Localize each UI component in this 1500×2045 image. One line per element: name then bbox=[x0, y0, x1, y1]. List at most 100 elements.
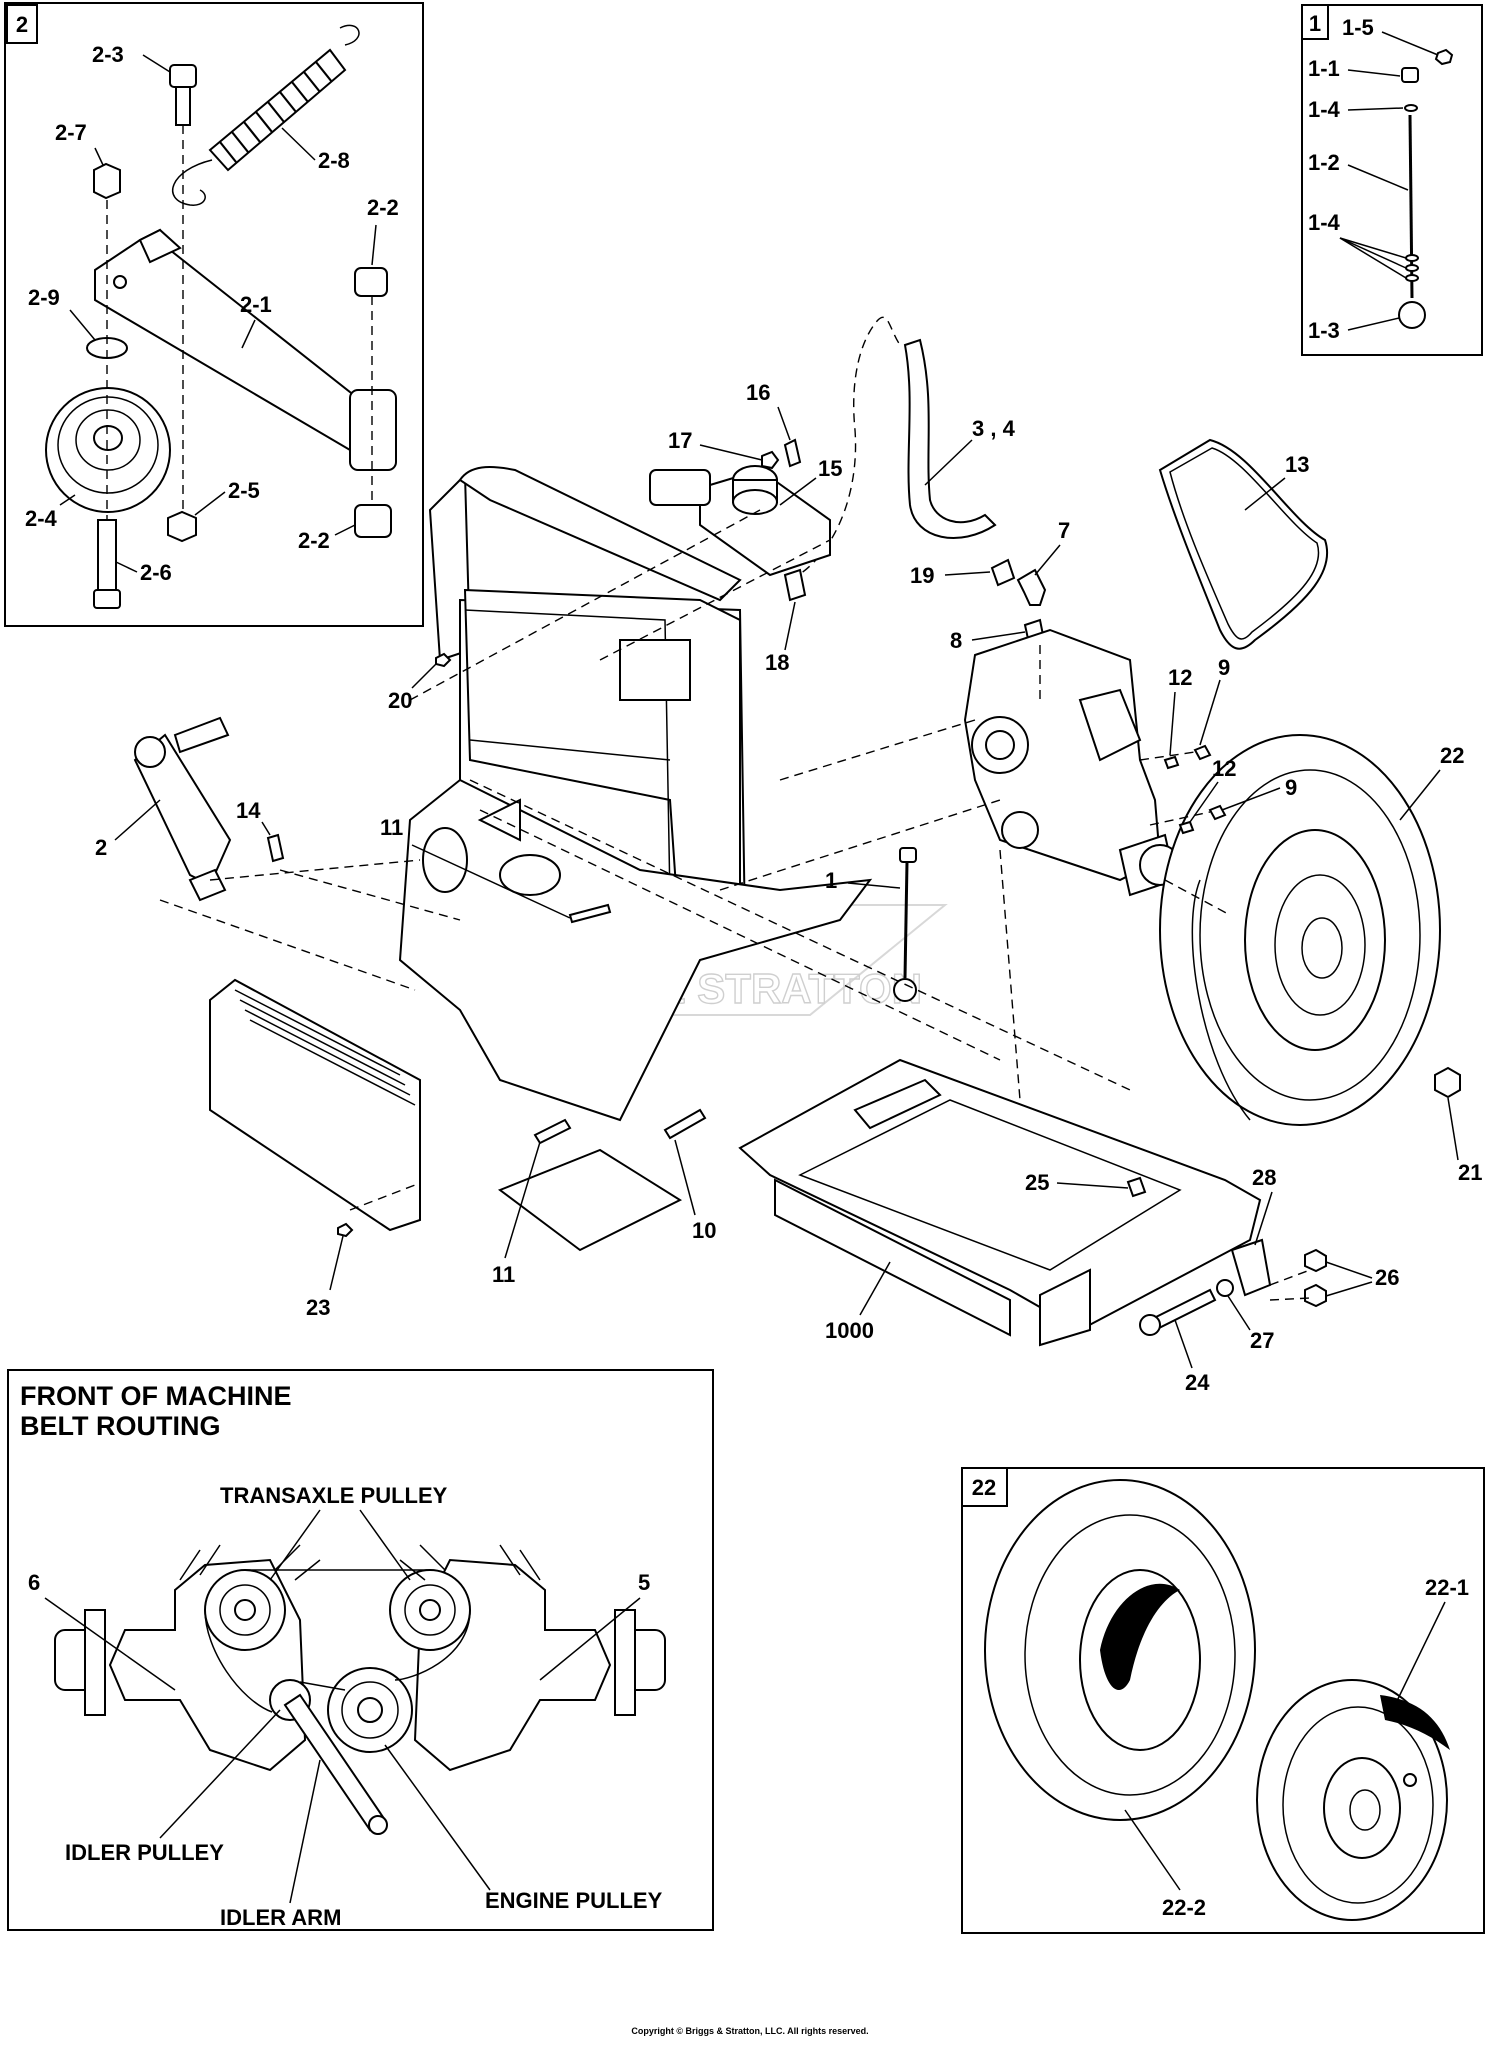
lug-nut-21 bbox=[1434, 1066, 1461, 1099]
callout-16: 16 bbox=[746, 380, 770, 405]
belt-label-6: 6 bbox=[28, 1570, 40, 1595]
callout-2-7: 2-7 bbox=[55, 120, 87, 145]
callout-2-1: 2-1 bbox=[240, 292, 272, 317]
washer-1-4-top bbox=[1404, 104, 1418, 112]
belt-label-engine-pulley: ENGINE PULLEY bbox=[485, 1888, 663, 1913]
callout-11-bottom: 11 bbox=[492, 1262, 515, 1287]
callout-2-4: 2-4 bbox=[25, 506, 58, 531]
callout-15: 15 bbox=[818, 456, 842, 481]
belt-label-5: 5 bbox=[638, 1570, 650, 1595]
callout-21: 21 bbox=[1458, 1160, 1482, 1185]
bolt-25 bbox=[1126, 1176, 1147, 1198]
callout-17: 17 bbox=[668, 428, 692, 453]
main-exploded-view: BRIGGS & STRATTON bbox=[95, 316, 1482, 1395]
bolt-2-6 bbox=[93, 519, 121, 609]
inset-22-wheel-components: 22 22-1 22-2 bbox=[961, 1467, 1485, 1934]
callout-2-6: 2-6 bbox=[140, 560, 172, 585]
nut-9-a bbox=[1193, 744, 1212, 761]
nut-17 bbox=[761, 450, 780, 470]
belt-routing-inset: FRONT OF MACHINE BELT ROUTING bbox=[7, 1369, 714, 1931]
callout-12-bottom: 12 bbox=[1212, 756, 1236, 781]
callout-2-5: 2-5 bbox=[228, 478, 260, 503]
belt-label-idler-arm: IDLER ARM bbox=[220, 1905, 341, 1930]
belt-routing-right-transaxle bbox=[389, 1544, 666, 1772]
callout-2: 2 bbox=[95, 835, 107, 860]
callout-1-3: 1-3 bbox=[1308, 318, 1340, 343]
bushing-2-2-top bbox=[354, 267, 388, 297]
callout-2-2-bottom: 2-2 bbox=[298, 528, 330, 553]
bushing-2-2-bottom bbox=[354, 504, 392, 538]
callout-20: 20 bbox=[388, 688, 412, 713]
eye-bolt-24-eye bbox=[1139, 1314, 1161, 1336]
belt-label-idler-pulley: IDLER PULLEY bbox=[65, 1840, 224, 1865]
clamp-19 bbox=[990, 558, 1016, 587]
callout-19: 19 bbox=[910, 563, 934, 588]
washer-1-4-b bbox=[1405, 264, 1419, 272]
callout-2-3: 2-3 bbox=[92, 42, 124, 67]
bolt-10 bbox=[663, 1108, 707, 1140]
washer-1-4-c bbox=[1405, 274, 1419, 282]
belt-routing-left-transaxle bbox=[54, 1544, 321, 1772]
nut-26-a bbox=[1304, 1248, 1327, 1273]
callout-1-4-top: 1-4 bbox=[1308, 97, 1341, 122]
inset-1-number: 1 bbox=[1309, 11, 1321, 36]
fitting-18 bbox=[783, 568, 807, 602]
washer-12-a bbox=[1163, 755, 1180, 770]
callout-3-4: 3 , 4 bbox=[972, 416, 1016, 441]
callout-10: 10 bbox=[692, 1218, 716, 1243]
callout-2-2-top: 2-2 bbox=[367, 195, 399, 220]
callout-23: 23 bbox=[306, 1295, 330, 1320]
callout-18: 18 bbox=[765, 650, 789, 675]
inset-22-number: 22 bbox=[972, 1475, 996, 1500]
callout-1-4-bottom: 1-4 bbox=[1308, 210, 1341, 235]
transaxle bbox=[963, 628, 1181, 897]
callout-9-top: 9 bbox=[1218, 655, 1230, 680]
callout-22-2: 22-2 bbox=[1162, 1895, 1206, 1920]
ball-joint-1-1 bbox=[1401, 67, 1419, 83]
bolt-16 bbox=[783, 438, 802, 468]
callout-22: 22 bbox=[1440, 743, 1464, 768]
callout-14: 14 bbox=[236, 798, 261, 823]
rim-22-1 bbox=[1256, 1679, 1450, 1921]
callout-13: 13 bbox=[1285, 452, 1309, 477]
washer-1-4-a bbox=[1405, 254, 1419, 262]
bolt-11-top bbox=[568, 903, 612, 924]
callout-12-top: 12 bbox=[1168, 665, 1192, 690]
nut-9-b bbox=[1208, 804, 1227, 821]
callout-2-9: 2-9 bbox=[28, 285, 60, 310]
belt-label-transaxle-pulley: TRANSAXLE PULLEY bbox=[220, 1483, 448, 1508]
subframe-1000 bbox=[738, 1058, 1262, 1347]
idler-arm-assembly-2 bbox=[133, 716, 232, 902]
elbow-fitting-7 bbox=[1016, 568, 1047, 606]
bolt-11-bottom bbox=[533, 1118, 572, 1145]
callout-1-2: 1-2 bbox=[1308, 150, 1340, 175]
belt-routing-heading-line2: BELT ROUTING bbox=[20, 1411, 220, 1441]
knob-1-3 bbox=[1398, 301, 1426, 329]
wheel-assembly-22 bbox=[1159, 734, 1441, 1126]
nut-23 bbox=[337, 1222, 354, 1238]
callout-7: 7 bbox=[1058, 518, 1070, 543]
belt-routing-belt bbox=[204, 1569, 471, 1713]
nut-26-b bbox=[1304, 1283, 1327, 1308]
callout-1000: 1000 bbox=[825, 1318, 874, 1343]
copyright-text: Copyright © Briggs & Stratton, LLC. All … bbox=[631, 2026, 868, 2036]
callout-26: 26 bbox=[1375, 1265, 1399, 1290]
callout-1: 1 bbox=[825, 868, 837, 893]
linkage-rod-1 bbox=[893, 847, 917, 1002]
callout-25: 25 bbox=[1025, 1170, 1049, 1195]
callout-28: 28 bbox=[1252, 1165, 1276, 1190]
fuel-filter-15 bbox=[699, 465, 831, 577]
fuel-line-3-4 bbox=[903, 338, 997, 539]
shoulder-bolt-2-3 bbox=[169, 64, 197, 126]
callout-1-5: 1-5 bbox=[1342, 15, 1374, 40]
callout-11-top: 11 bbox=[380, 815, 403, 840]
nut-2-5 bbox=[167, 510, 197, 543]
callout-24: 24 bbox=[1185, 1370, 1210, 1395]
inset-2-number: 2 bbox=[16, 12, 28, 37]
nut-20 bbox=[435, 652, 452, 668]
inset-1-linkage-rod: 1 1-5 1-1 1-4 1-2 1-4 1-3 bbox=[1301, 4, 1483, 356]
pin-14 bbox=[266, 833, 285, 863]
tire-22-2 bbox=[984, 1479, 1256, 1821]
washer-12-b bbox=[1178, 820, 1195, 835]
